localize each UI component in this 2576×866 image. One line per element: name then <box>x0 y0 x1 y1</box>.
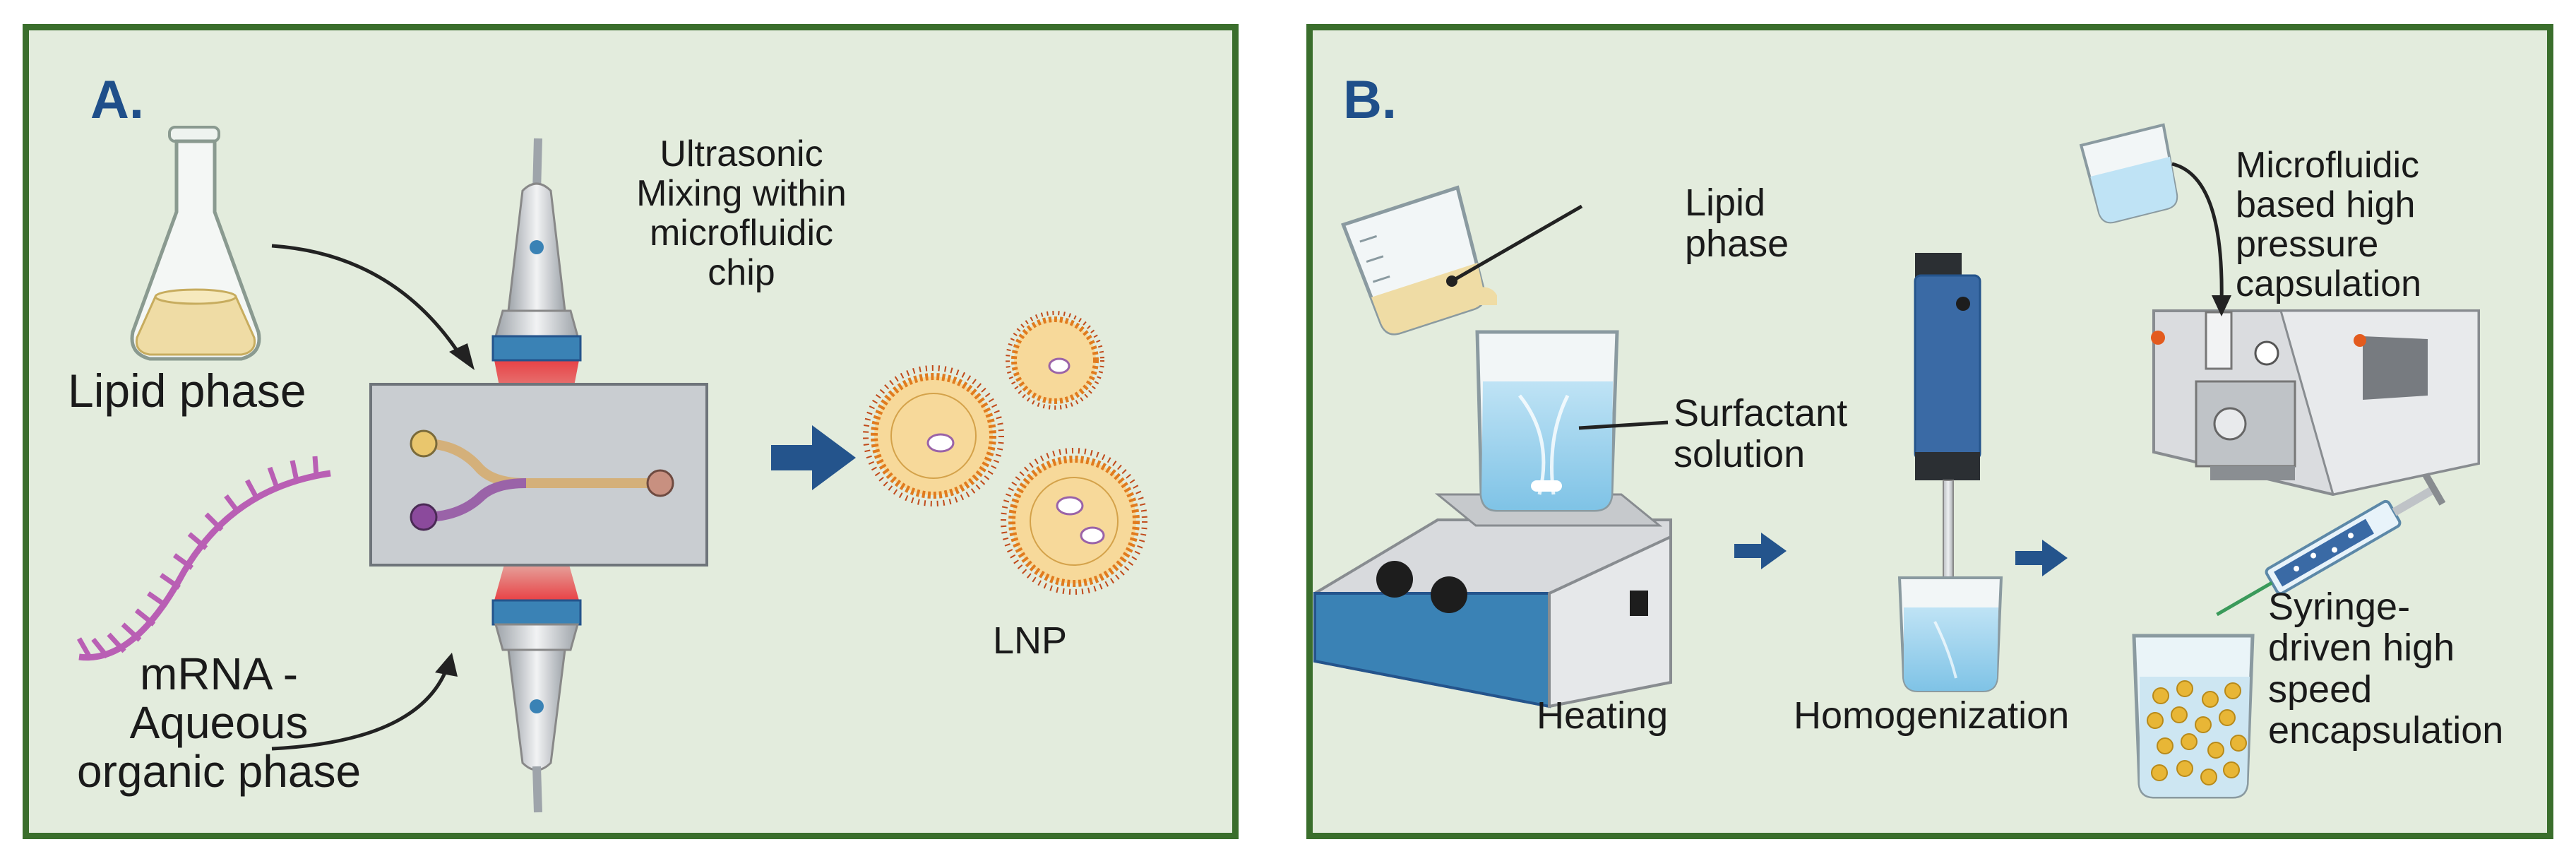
mrna-label-line: Aqueous <box>129 697 309 749</box>
flask-icon <box>130 126 261 361</box>
pouring-beaker-icon <box>1341 185 1486 336</box>
lnp-icon <box>1006 311 1104 410</box>
lnp-label: LNP <box>993 619 1068 662</box>
arrow-heating-to-homogenization <box>1734 533 1787 569</box>
homogenization-label: Homogenization <box>1794 694 2070 737</box>
arrow-lipid-to-chip <box>271 244 465 360</box>
lipid-phase-label-b: Lipid phase <box>1685 182 1789 265</box>
lnp-icon <box>1001 448 1147 595</box>
ultrasonic-label-line: Mixing within <box>636 173 847 215</box>
ultrasonic-label-line: Ultrasonic <box>660 134 823 174</box>
microfluidic-label-line: pressure <box>2236 224 2379 266</box>
mrna-strand-icon <box>76 456 331 661</box>
arrow-mrna-to-chip <box>271 669 448 751</box>
microfluidic-label: Microfluidic based high pressure capsula… <box>2236 146 2421 304</box>
ultrasonic-mixing-label: Ultrasonic Mixing within microfluidic ch… <box>607 134 876 293</box>
ultrasonic-label-line: microfluidic <box>649 213 834 254</box>
arrow-head <box>449 343 475 370</box>
lipid-phase-label: Lipid phase <box>68 364 306 417</box>
microfluidic-label-line: Microfluidic <box>2236 145 2420 186</box>
mrna-label-line: mRNA - <box>140 648 298 699</box>
lnp-icon <box>863 365 1004 506</box>
heating-label: Heating <box>1537 694 1669 737</box>
surfactant-label-line: solution <box>1674 433 1806 476</box>
surfactant-label-line: Surfactant <box>1674 392 1848 434</box>
mrna-label-line: organic phase <box>76 746 362 797</box>
microfluidic-label-line: based high <box>2236 184 2416 226</box>
syringe-label-line: driven high <box>2268 627 2455 670</box>
panel-a-letter: A. <box>90 70 144 130</box>
pouring-small-beaker-icon <box>2079 123 2178 224</box>
syringe-label-line: speed <box>2268 668 2373 711</box>
arrow-beaker-to-machine <box>2171 162 2224 304</box>
lipid-label-line: phase <box>1685 223 1789 266</box>
arrow-to-lnp <box>771 425 856 490</box>
syringe-label-line: Syringe- <box>2268 586 2411 628</box>
ultrasound-probe-top-icon <box>491 138 582 362</box>
hot-plate-stirrer-icon <box>1313 493 1672 708</box>
syringe-driven-label: Syringe- driven high speed encapsulation <box>2268 586 2504 752</box>
syringe-label-line: encapsulation <box>2268 708 2504 752</box>
surfactant-solution-label: Surfactant solution <box>1674 393 1847 475</box>
leader-line-lipid <box>1450 204 1583 283</box>
microfluidic-chip-icon <box>369 383 708 567</box>
high-pressure-machine-icon <box>2151 309 2480 497</box>
surfactant-beaker-icon <box>1475 330 1669 512</box>
panel-b-letter: B. <box>1343 70 1397 130</box>
microfluidic-label-line: capsulation <box>2236 263 2422 305</box>
mrna-label: mRNA - Aqueous organic phase <box>49 648 388 797</box>
lipid-label-line: Lipid <box>1685 182 1766 224</box>
ultrasonic-label-line: chip <box>708 252 775 294</box>
lnp-particles <box>863 311 1147 595</box>
homogenizer-icon <box>1897 253 2003 692</box>
syringe-icon <box>2216 473 2446 617</box>
ultrasound-probe-bottom-icon <box>491 599 582 813</box>
encapsulation-beaker-icon <box>2132 634 2255 799</box>
arrow-homogenization-to-encapsulation <box>2015 540 2068 576</box>
